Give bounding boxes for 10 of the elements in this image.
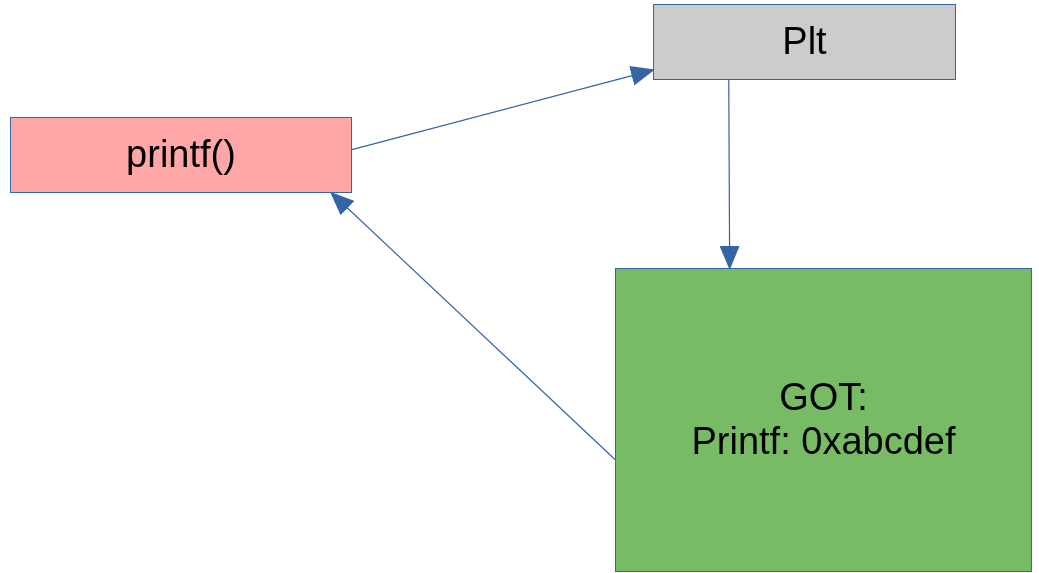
plt-box (653, 4, 956, 80)
node-label: Printf: 0xabcdef (691, 420, 956, 464)
node-label: Plt (782, 20, 827, 64)
function-box (10, 117, 352, 193)
node-label: GOT: (779, 376, 868, 420)
arrow (719, 79, 740, 270)
got-box (615, 268, 1032, 572)
arrow (351, 66, 655, 151)
node-label: printf() (126, 133, 236, 177)
arrow (330, 191, 616, 461)
